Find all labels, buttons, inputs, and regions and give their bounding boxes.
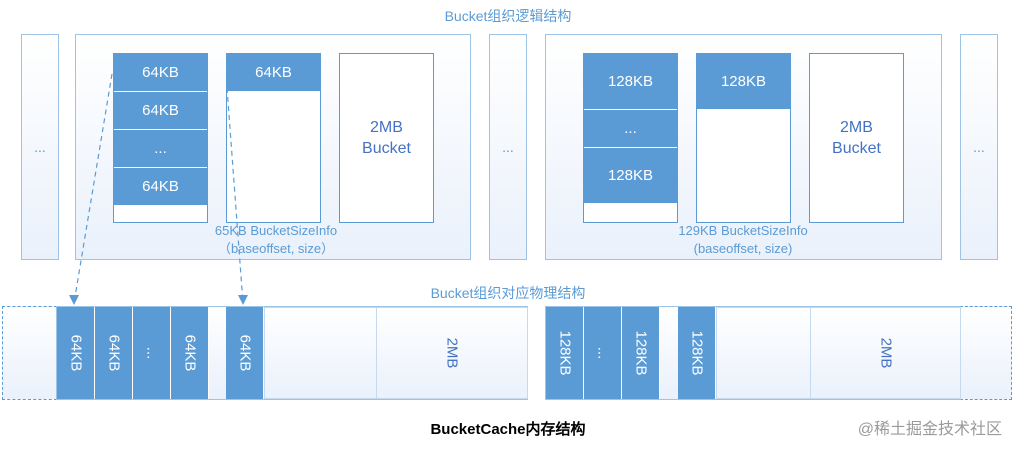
physical-group-128kb: 128KB ... 128KB 128KB 2MB xyxy=(545,306,961,400)
bucket-size-info-129kb-label: 129KB BucketSizeInfo (baseoffset, size) xyxy=(678,223,808,256)
bucket-size-info-65kb-label: 65KB BucketSizeInfo （baseoffset, size） xyxy=(214,223,338,256)
physical-block-64kb-single: 64KB xyxy=(226,307,264,399)
physical-group-64kb: 64KB 64KB ... 64KB 64KB 2MB xyxy=(56,306,528,400)
block-64kb: 64KB xyxy=(114,168,207,206)
physical-ellipsis-panel-right xyxy=(960,306,1012,400)
bucket-2mb: 2MB Bucket xyxy=(809,53,904,223)
physical-block-128kb-single: 128KB xyxy=(678,307,716,399)
physical-structure-title: Bucket组织对应物理结构 xyxy=(430,285,586,301)
bucket-size-info-129kb: 128KB ... 128KB 128KB 2MB Bucket xyxy=(545,34,942,260)
bucket-128kb-single: 128KB xyxy=(696,53,791,223)
physical-block-64kb: 64KB xyxy=(171,307,209,399)
physical-block-128kb: 128KB xyxy=(622,307,660,399)
diagram-title: BucketCache内存结构 xyxy=(430,421,586,438)
bucket-64kb-single: 64KB xyxy=(226,53,321,223)
logical-ellipsis-panel-middle: ... xyxy=(489,34,527,260)
bucket-2mb-label: 2MB Bucket xyxy=(362,119,411,157)
physical-ellipsis-panel-left xyxy=(2,306,57,400)
logical-ellipsis-panel-left: ... xyxy=(21,34,59,260)
physical-block-64kb: 64KB xyxy=(57,307,95,399)
ellipsis-text: ... xyxy=(502,139,514,155)
block-64kb: 64KB xyxy=(114,92,207,130)
block-64kb: 64KB xyxy=(227,54,320,92)
arrow-to-physical-64kb-single xyxy=(226,87,244,304)
logical-structure-title: Bucket组织逻辑结构 xyxy=(444,8,572,24)
ellipsis-text: ... xyxy=(34,139,46,155)
arrow-head-icon xyxy=(238,295,248,305)
block-128kb: 128KB xyxy=(584,148,677,204)
physical-block-128kb: 128KB xyxy=(546,307,584,399)
bucket-128kb-multi: 128KB ... 128KB xyxy=(583,53,678,223)
watermark: @稀土掘金技术社区 xyxy=(857,421,1002,438)
physical-bucket-2mb: 2MB xyxy=(810,307,961,399)
bucket-64kb-multi: 64KB 64KB ... 64KB xyxy=(113,53,208,223)
block-ellipsis: ... xyxy=(584,110,677,148)
bucket-2mb: 2MB Bucket xyxy=(339,53,434,223)
physical-block-64kb: 64KB xyxy=(95,307,133,399)
arrow-to-physical-64kb-multi xyxy=(73,73,113,304)
ellipsis-text: ... xyxy=(973,139,985,155)
physical-block-ellipsis: ... xyxy=(584,307,622,399)
physical-block-ellipsis: ... xyxy=(133,307,171,399)
block-128kb: 128KB xyxy=(584,54,677,110)
arrow-head-icon xyxy=(69,295,79,305)
physical-bucket-2mb: 2MB xyxy=(376,307,528,399)
block-64kb: 64KB xyxy=(114,54,207,92)
bucket-size-info-65kb: 64KB 64KB ... 64KB 64KB 2MB Bucket xyxy=(75,34,471,260)
bucket-2mb-label: 2MB Bucket xyxy=(832,119,881,157)
block-ellipsis: ... xyxy=(114,130,207,168)
block-128kb: 128KB xyxy=(697,54,790,110)
logical-ellipsis-panel-right: ... xyxy=(960,34,998,260)
